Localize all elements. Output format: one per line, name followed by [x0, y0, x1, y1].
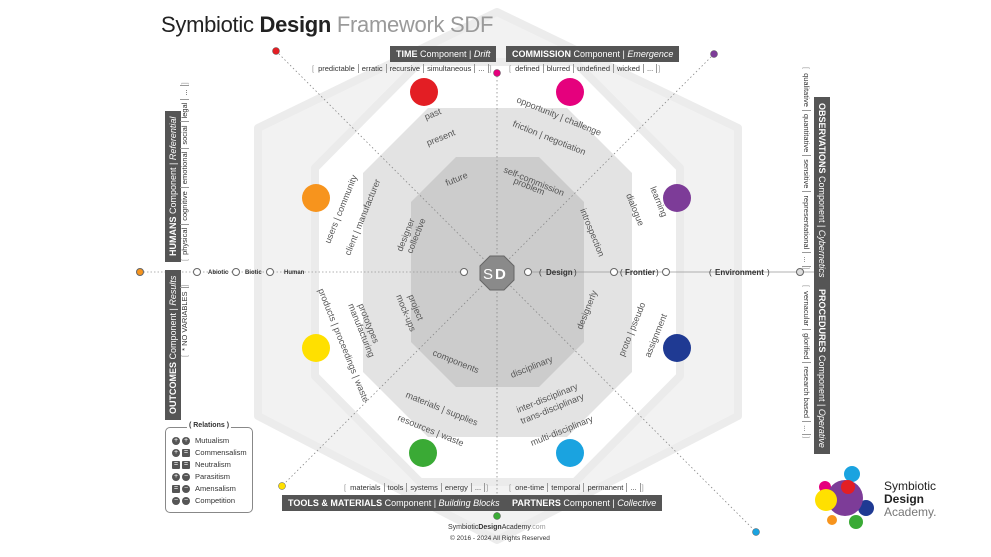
relations-title: ( Relations )	[186, 422, 232, 429]
axis-label-frontier: Frontier	[625, 268, 655, 277]
axis-node	[524, 268, 532, 276]
minus-icon: −	[172, 496, 180, 505]
relation-commensalism: +=Commensalism	[172, 448, 247, 457]
neutral-icon: =	[182, 448, 190, 457]
relation-neutralism: ==Neutralism	[172, 460, 231, 469]
outcomes-variables: [* NO VARIABLES]	[180, 284, 189, 357]
partners-label[interactable]: PARTNERS Component | Collective	[506, 495, 663, 511]
axis-bracket: (	[620, 268, 623, 277]
axis-label-design: Design	[546, 268, 573, 277]
outcomes-circle[interactable]	[302, 334, 330, 362]
outcomes-label[interactable]: OUTCOMES Component | Results	[165, 269, 181, 420]
brand-logo-icon	[815, 466, 874, 529]
axis-bracket: (	[539, 268, 542, 277]
axis-node	[266, 268, 274, 276]
title-part1: Symbiotic	[161, 12, 260, 37]
axis-label-human: Human	[284, 270, 305, 276]
relation-amensalism: =−Amensalism	[172, 484, 236, 493]
diag-line-1	[275, 50, 757, 533]
observations-label[interactable]: OBSERVATIONS Component | Cybernetics	[814, 97, 830, 284]
time-label[interactable]: TIME Component | Drift	[390, 46, 497, 62]
axis-node	[232, 268, 240, 276]
minus-icon: −	[182, 496, 190, 505]
minus-icon: −	[182, 484, 190, 493]
axis-bracket: (	[709, 268, 712, 277]
tools-circle[interactable]	[409, 439, 437, 467]
relation-mutualism: ++Mutualism	[172, 436, 230, 445]
title-part3: Framework SDF	[331, 12, 494, 37]
commission-label[interactable]: COMMISSION Component | Emergence	[506, 46, 680, 62]
plus-icon: +	[182, 436, 190, 445]
relations-legend: ( Relations ) ++Mutualism +=Commensalism…	[165, 422, 253, 513]
diag-end-dot	[272, 47, 280, 55]
axis-label-environment: Environment	[715, 268, 764, 277]
brand-name: Symbiotic Design Academy.	[884, 479, 937, 519]
observations-variables: [qualitativequantitativesensitivereprese…	[802, 67, 811, 270]
axis-bracket: )	[574, 268, 577, 277]
page-title: Symbiotic Design Framework SDF	[161, 12, 493, 38]
axis-node	[662, 268, 670, 276]
center-octagon	[479, 255, 515, 291]
neutral-icon: =	[182, 460, 190, 469]
center-logo-s: S	[483, 266, 493, 283]
diag-end-dot	[278, 482, 286, 490]
procedures-circle[interactable]	[663, 334, 691, 362]
humans-label[interactable]: HUMANS Component | Referential	[165, 110, 181, 262]
neutral-icon: =	[172, 484, 180, 493]
plus-icon: +	[172, 448, 180, 457]
plus-icon: +	[172, 472, 180, 481]
axis-node	[136, 268, 144, 276]
relation-parasitism: +−Parasitism	[172, 472, 231, 481]
axis-node	[796, 268, 804, 276]
axis-label-abiotic: Abiotic	[208, 270, 229, 276]
axis-label-biotic: Biotic	[245, 270, 262, 276]
axis-node	[610, 268, 618, 276]
humans-circle[interactable]	[302, 184, 330, 212]
partners-circle[interactable]	[556, 439, 584, 467]
plus-icon: +	[172, 436, 180, 445]
footer-url[interactable]: SymbioticDesignAcademy.com	[448, 524, 546, 531]
axis-bracket: )	[767, 268, 770, 277]
humans-variables: [physicalcognitiveemotionalsociallegal..…	[180, 82, 189, 261]
commission-circle[interactable]	[556, 78, 584, 106]
title-part2: Design	[259, 12, 332, 37]
relation-competition: −−Competition	[172, 496, 236, 505]
footer-copyright: © 2016 - 2024 All Rights Reserved	[450, 535, 550, 542]
center-logo-d: D	[495, 266, 506, 283]
observations-circle[interactable]	[663, 184, 691, 212]
diag-end-dot	[752, 528, 760, 536]
diag-end-dot	[493, 512, 501, 520]
diag-end-dot	[493, 69, 501, 77]
axis-node	[460, 268, 468, 276]
minus-icon: −	[182, 472, 190, 481]
tools-label[interactable]: TOOLS & MATERIALS Component | Building B…	[282, 495, 506, 511]
procedures-variables: [vernacularglorifiedresearch based...]	[802, 285, 811, 439]
procedures-label[interactable]: PROCEDURES Component | Operative	[814, 283, 830, 454]
axis-node	[193, 268, 201, 276]
neutral-icon: =	[172, 460, 180, 469]
axis-bracket: )	[656, 268, 659, 277]
time-circle[interactable]	[410, 78, 438, 106]
diag-end-dot	[710, 50, 718, 58]
